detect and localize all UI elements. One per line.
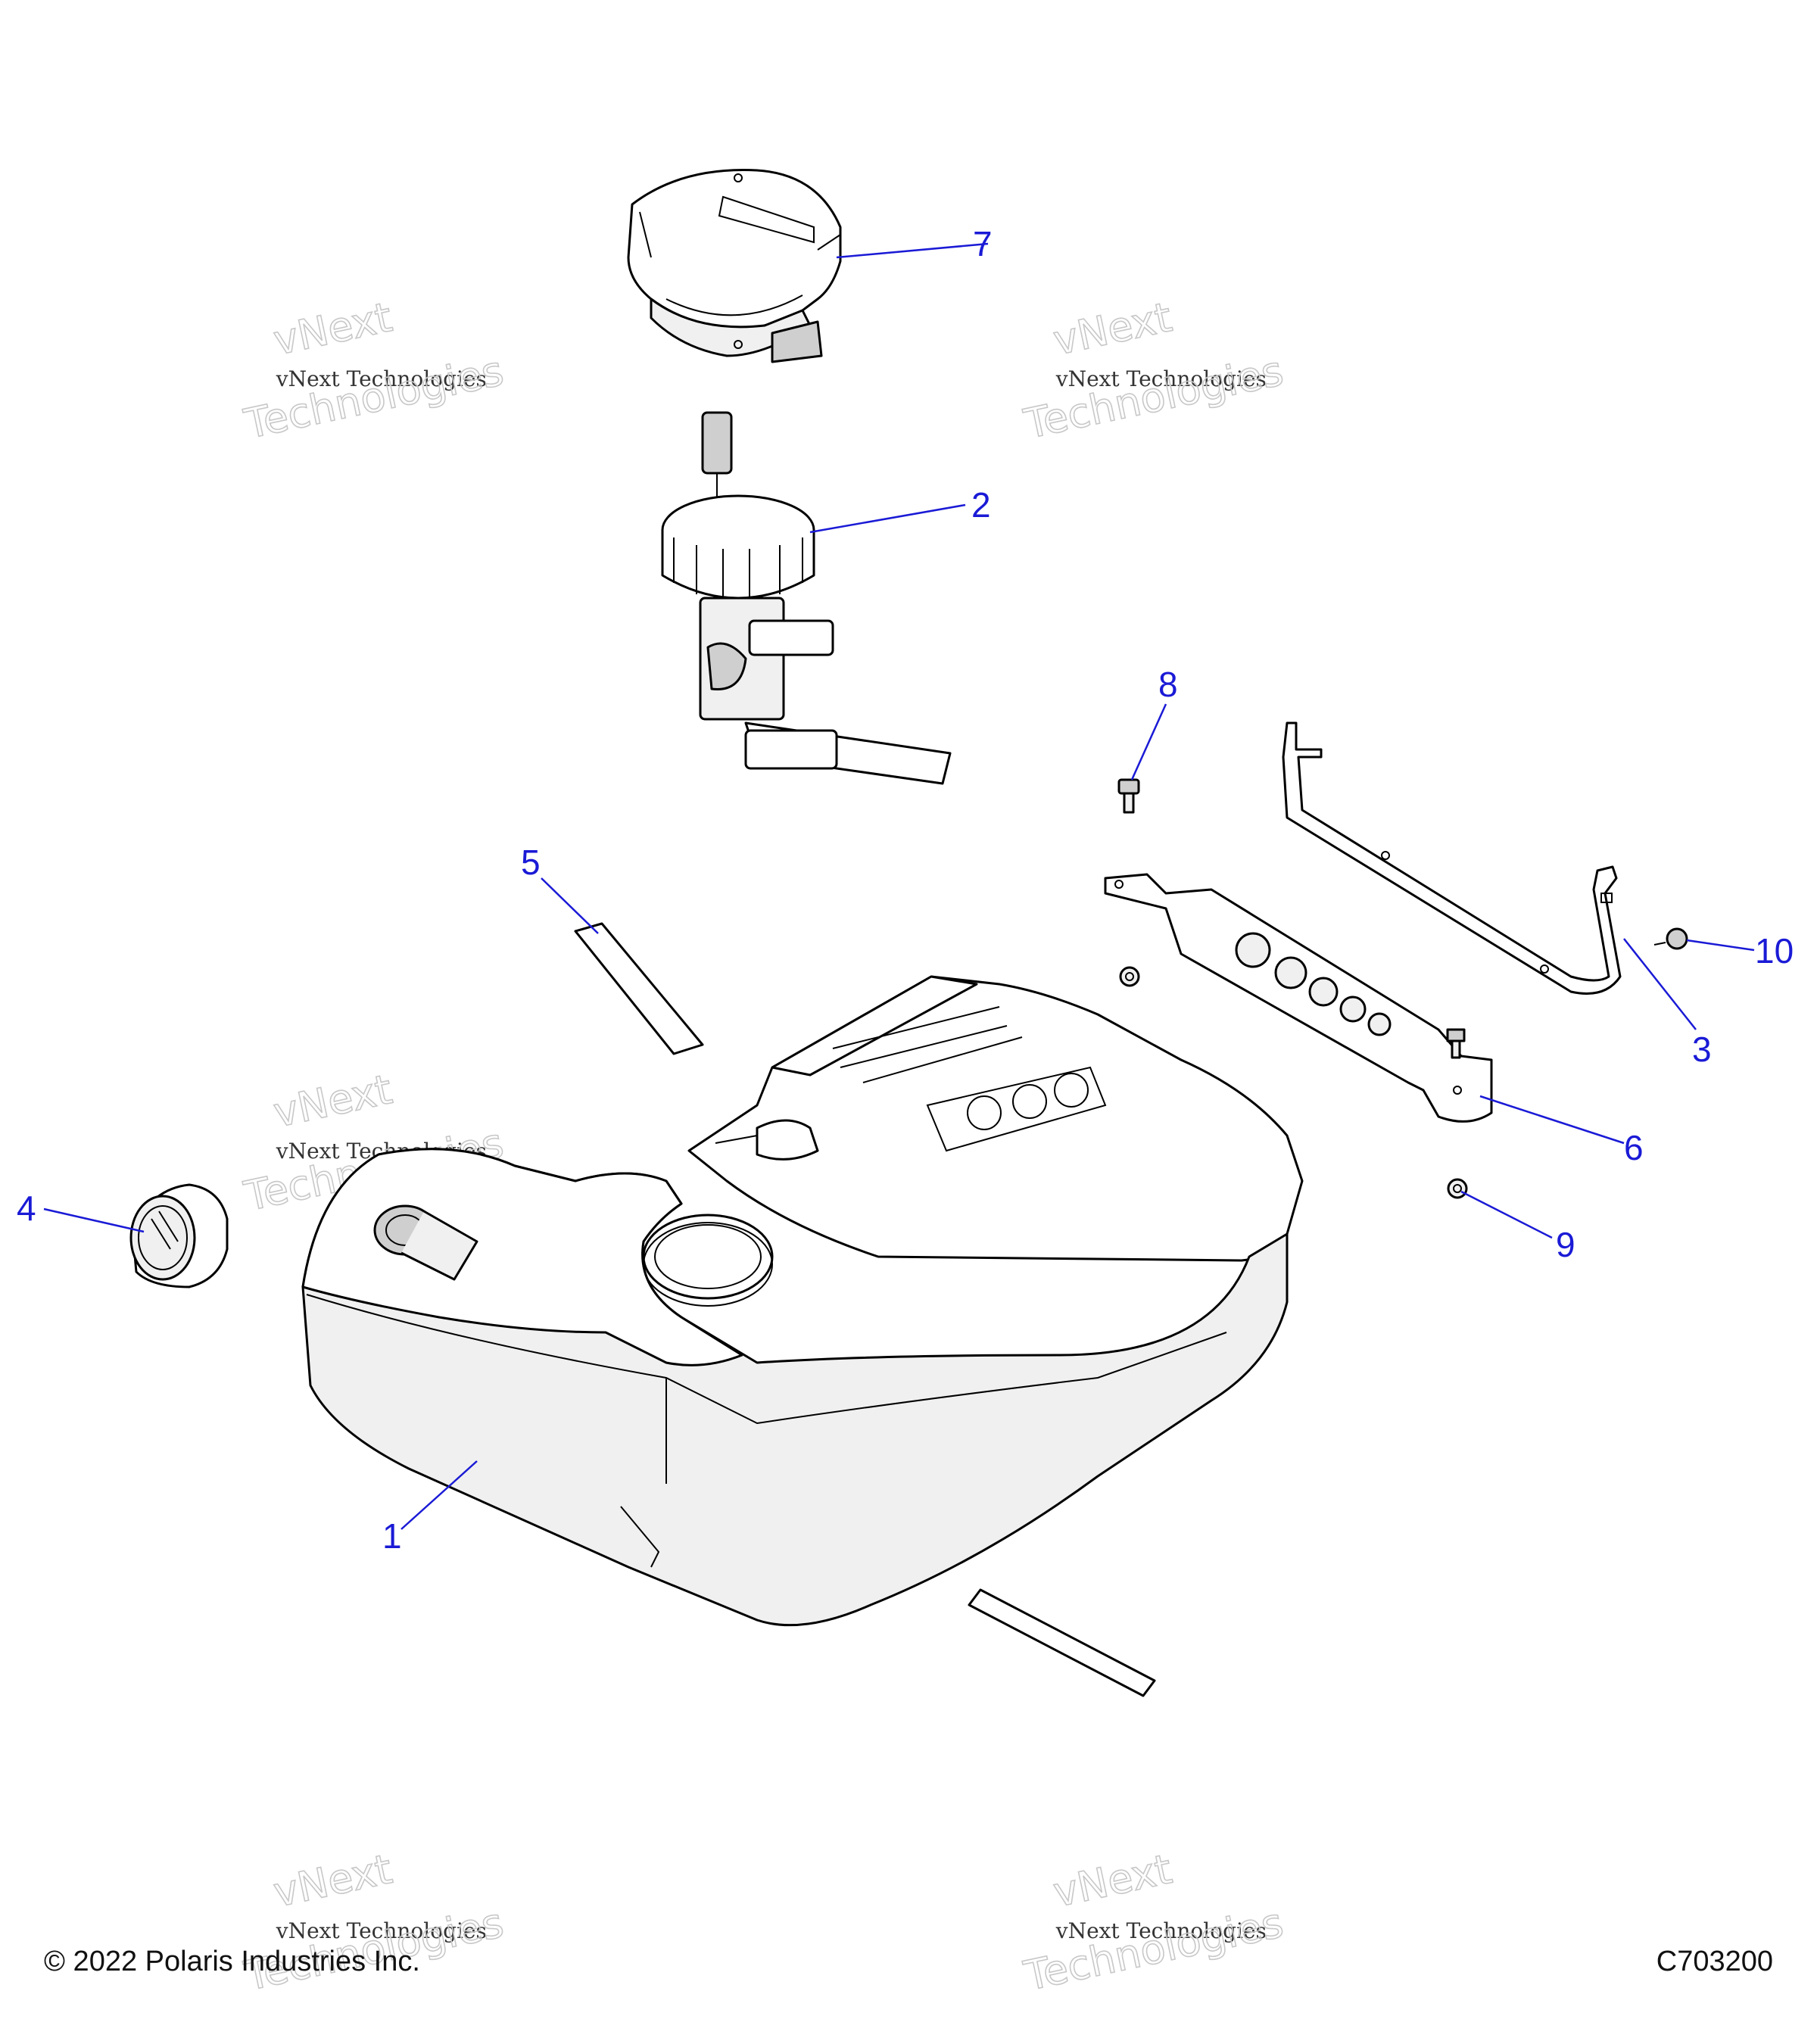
- screw-drawing: [1653, 927, 1688, 950]
- leader-1: [400, 1460, 478, 1530]
- nut-drawing: [1447, 1178, 1468, 1199]
- callout-4[interactable]: 4: [17, 1189, 36, 1228]
- callout-3[interactable]: 3: [1692, 1030, 1712, 1069]
- svg-text:vNext: vNext: [1049, 293, 1176, 364]
- svg-text:vNext: vNext: [270, 1065, 396, 1136]
- copyright-text: © 2022 Polaris Industries Inc.: [44, 1946, 420, 1977]
- leader-4: [43, 1207, 145, 1233]
- svg-text:vNext Technologies: vNext Technologies: [276, 1918, 487, 1943]
- watermark-top-left: vNext vNext Technologies Technologies: [239, 292, 508, 449]
- bolt-drawing: [1117, 778, 1140, 814]
- mounting-bracket-drawing: [1104, 873, 1493, 1123]
- leader-8: [1130, 703, 1167, 781]
- leader-10: [1686, 939, 1755, 952]
- fuel-pump-drawing: [661, 411, 952, 785]
- leader-9: [1460, 1190, 1553, 1239]
- callout-10[interactable]: 10: [1755, 931, 1794, 971]
- callout-2[interactable]: 2: [971, 485, 991, 525]
- diagram-code: C703200: [1656, 1946, 1773, 1977]
- pad-upper-drawing: [574, 922, 704, 1055]
- fuel-cap-drawing: [129, 1183, 229, 1288]
- fuel-tank-drawing: [301, 975, 1304, 1627]
- svg-text:vNext Technologies: vNext Technologies: [1055, 1918, 1267, 1943]
- leader-6: [1479, 1095, 1625, 1145]
- leader-5: [541, 877, 599, 934]
- svg-text:vNext: vNext: [270, 293, 396, 364]
- pad-lower-drawing: [968, 1588, 1156, 1697]
- svg-text:vNext Technologies: vNext Technologies: [276, 366, 487, 391]
- svg-text:vNext: vNext: [270, 1845, 396, 1916]
- svg-text:vNext: vNext: [1049, 1845, 1176, 1916]
- callout-5[interactable]: 5: [521, 843, 541, 882]
- callout-7[interactable]: 7: [973, 224, 993, 263]
- leader-2: [809, 503, 966, 534]
- nut-2-drawing: [1119, 966, 1140, 987]
- svg-text:vNext Technologies: vNext Technologies: [1055, 366, 1267, 391]
- leader-7: [836, 242, 989, 259]
- leader-3: [1623, 938, 1697, 1030]
- tank-strap-drawing: [1282, 721, 1622, 995]
- callout-6[interactable]: 6: [1624, 1128, 1644, 1167]
- watermark-top-right: vNext vNext Technologies Technologies: [1019, 292, 1288, 449]
- callout-9[interactable]: 9: [1556, 1225, 1575, 1264]
- pump-cover-drawing: [627, 169, 842, 363]
- watermark-bottom-right: vNext vNext Technologies Technologies: [1019, 1844, 1288, 2001]
- callout-1[interactable]: 1: [382, 1516, 402, 1556]
- callout-8[interactable]: 8: [1158, 665, 1178, 704]
